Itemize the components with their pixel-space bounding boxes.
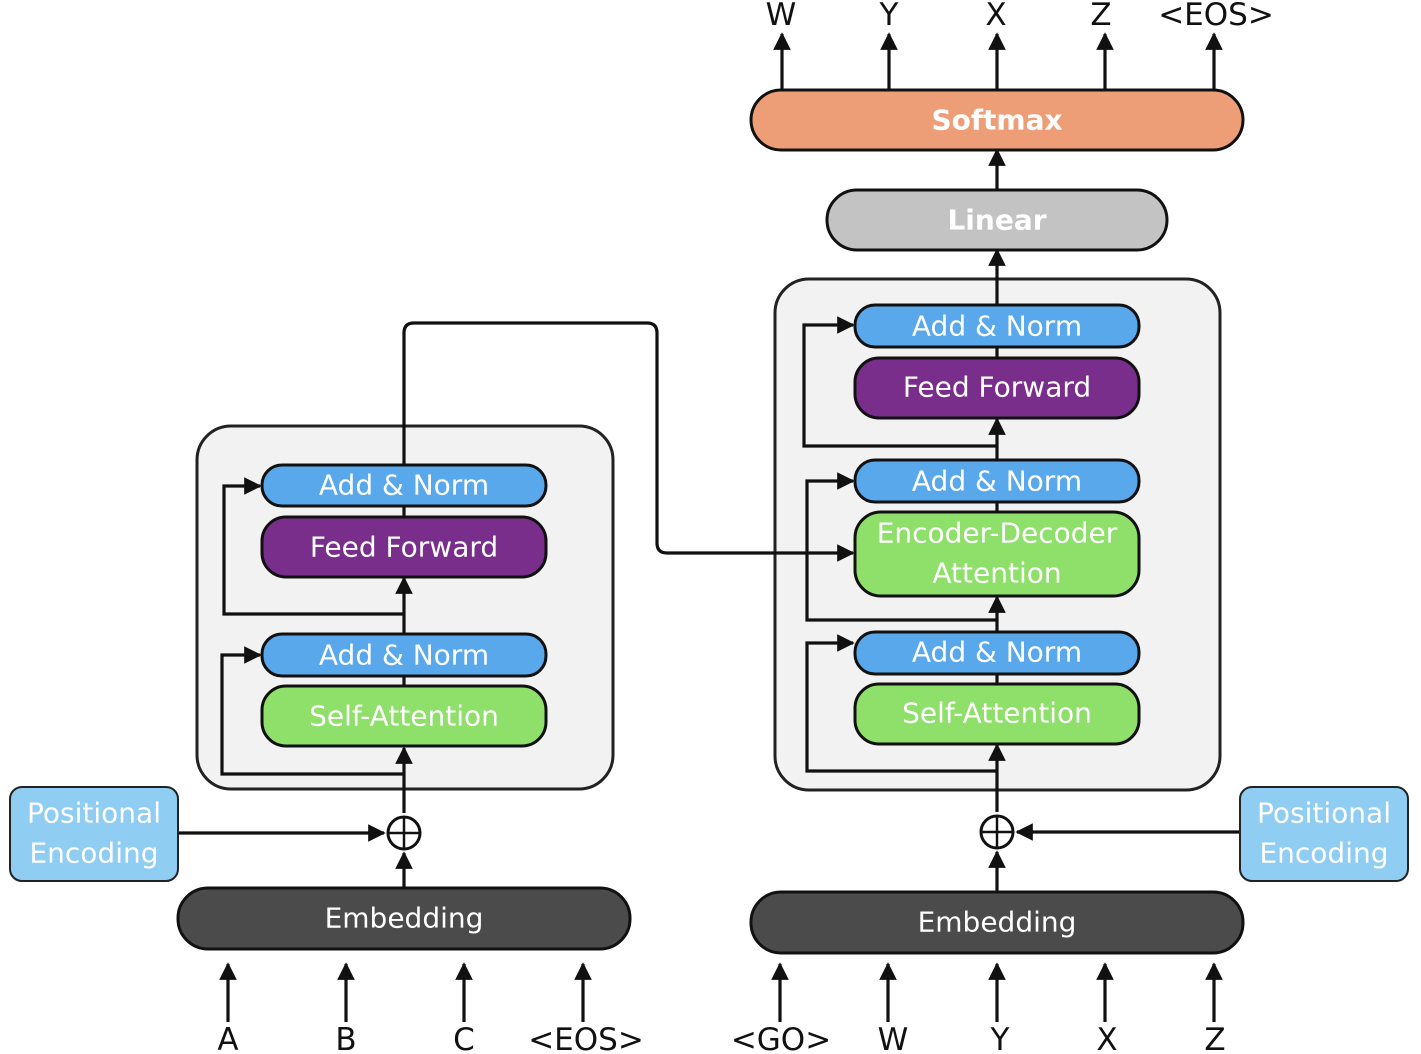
decoder-feed-forward-block xyxy=(853,356,1141,420)
decoder-embedding-block xyxy=(749,890,1245,955)
decoder-self-attention-label: Self-Attention xyxy=(902,697,1092,730)
decoder-enc-dec-attention-label-line1: Encoder-Decoder xyxy=(877,517,1118,550)
decoder-add-norm-3-block xyxy=(853,303,1141,349)
decoder-input-token: <GO> xyxy=(731,1022,831,1054)
encoder-self-attention-block xyxy=(260,684,548,748)
decoder-embedding-label: Embedding xyxy=(918,906,1077,939)
decoder-linear-block xyxy=(825,188,1169,252)
decoder-input-token: W xyxy=(878,1022,909,1054)
decoder-add-norm-3-label: Add & Norm xyxy=(912,310,1082,343)
decoder-feed-forward-label: Feed Forward xyxy=(903,371,1091,404)
decoder-enc-dec-attention-label-line2: Attention xyxy=(932,557,1061,590)
decoder-output-token: X xyxy=(985,0,1006,33)
decoder-output-token: Z xyxy=(1090,0,1111,33)
encoder-add-norm-1-block xyxy=(260,632,548,678)
encoder-positional-label-line1: Positional xyxy=(27,797,161,830)
decoder-positional-label-line2: Encoding xyxy=(1259,837,1388,870)
encoder-add-norm-2-label: Add & Norm xyxy=(319,469,489,502)
encoder-add-norm-1-label: Add & Norm xyxy=(319,639,489,672)
decoder-add-norm-2-label: Add & Norm xyxy=(912,465,1082,498)
decoder-add-node xyxy=(979,814,1015,850)
decoder-positional-label-line1: Positional xyxy=(1257,797,1391,830)
decoder-positional-encoding-block xyxy=(1239,786,1409,882)
encoder-input-token: C xyxy=(453,1022,475,1054)
decoder-add-norm-1-block xyxy=(853,630,1141,676)
encoder-add-node xyxy=(386,815,422,851)
decoder-output-token: W xyxy=(766,0,797,33)
encoder-input-token: B xyxy=(335,1022,356,1054)
encoder-embedding-block xyxy=(176,886,632,951)
encoder-positional-label-line2: Encoding xyxy=(29,837,158,870)
decoder-output-token: Y xyxy=(879,0,899,33)
decoder-self-attention-block xyxy=(853,682,1141,746)
encoder-input-token: <EOS> xyxy=(528,1022,644,1054)
decoder-input-token: Y xyxy=(990,1022,1010,1054)
encoder-feed-forward-label: Feed Forward xyxy=(310,531,498,564)
decoder-enc-dec-attention-block xyxy=(853,510,1141,598)
encoder-embedding-label: Embedding xyxy=(325,902,484,935)
decoder-output-token: <EOS> xyxy=(1158,0,1274,33)
decoder-wires xyxy=(771,32,1240,1022)
decoder-add-norm-1-label: Add & Norm xyxy=(912,636,1082,669)
decoder-softmax-label: Softmax xyxy=(931,104,1062,137)
encoder-self-attention-label: Self-Attention xyxy=(309,700,499,733)
decoder-add-norm-2-block xyxy=(853,458,1141,504)
decoder-softmax-block xyxy=(749,88,1245,152)
encoder-wires xyxy=(178,321,855,1022)
encoder-input-token: A xyxy=(217,1022,238,1054)
decoder-input-token: Z xyxy=(1204,1022,1225,1054)
decoder-input-token: X xyxy=(1096,1022,1117,1054)
decoder-linear-label: Linear xyxy=(947,204,1046,237)
encoder-positional-encoding-block xyxy=(9,786,179,882)
encoder-feed-forward-block xyxy=(260,515,548,579)
encoder-add-norm-2-block xyxy=(260,463,548,508)
